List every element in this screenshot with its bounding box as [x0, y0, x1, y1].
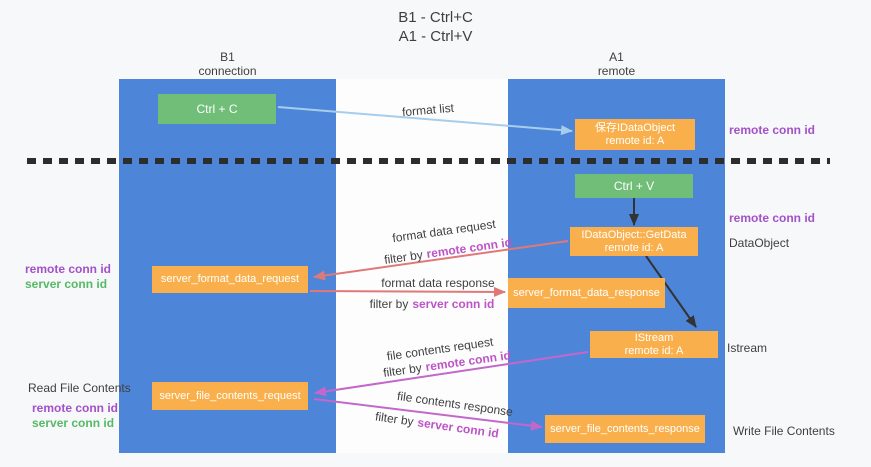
save-idataobject-line1: 保存IDataObject — [594, 121, 676, 134]
server-format-data-request-node: server_format_data_request — [152, 266, 308, 293]
idataobject-getdata-line1: IDataObject::GetData — [581, 228, 687, 241]
server-file-contents-response-node: server_file_contents_response — [545, 415, 705, 443]
left-remote-conn-id-top: remote conn id — [25, 262, 112, 276]
lane-header-b1: B1 connection — [119, 50, 336, 78]
idataobject-getdata-line2: remote id: A — [604, 241, 664, 254]
istream-node: IStream remote id: A — [590, 331, 718, 358]
dataobject-label: DataObject — [729, 236, 790, 250]
right-remote-conn-id-mid: remote conn id — [729, 211, 816, 225]
format-data-response-label: format data response — [381, 276, 495, 290]
istream-line1: IStream — [634, 331, 674, 344]
server-file-contents-request-node: server_file_contents_request — [152, 382, 308, 410]
istream-side-label: Istream — [727, 341, 768, 355]
save-idataobject-node: 保存IDataObject remote id: A — [575, 119, 695, 150]
diagram-title: B1 - Ctrl+C A1 - Ctrl+V — [0, 8, 871, 46]
lane-a1-name: A1 — [609, 50, 624, 64]
server-format-data-request-label: server_format_data_request — [160, 273, 300, 285]
server-file-contents-response-label: server_file_contents_response — [550, 422, 700, 435]
lane-b1-name: B1 — [220, 50, 235, 64]
ctrl-v-node: Ctrl + V — [575, 174, 693, 198]
title-line-2: A1 - Ctrl+V — [398, 28, 473, 45]
filter-by-text: filter by — [369, 297, 409, 311]
istream-line2: remote id: A — [624, 344, 684, 357]
write-file-contents-label: Write File Contents — [733, 424, 835, 438]
right-remote-conn-id-top: remote conn id — [729, 123, 816, 137]
server-format-data-response-label: server_format_data_response — [513, 286, 660, 299]
left-server-conn-id-top: server conn id — [25, 277, 108, 291]
left-server-conn-id-bottom: server conn id — [32, 416, 115, 430]
ctrl-c-node: Ctrl + C — [158, 94, 276, 124]
idataobject-getdata-node: IDataObject::GetData remote id: A — [570, 227, 698, 256]
title-line-1: B1 - Ctrl+C — [398, 9, 473, 26]
lane-b1-subtitle: connection — [198, 64, 257, 78]
ctrl-v-label: Ctrl + V — [613, 179, 655, 193]
server-format-data-response-node: server_format_data_response — [508, 278, 665, 308]
server-file-contents-request-label: server_file_contents_request — [159, 389, 301, 402]
server-conn-id-text: server conn id — [412, 297, 495, 311]
ctrl-c-label: Ctrl + C — [196, 102, 238, 116]
lane-header-a1: A1 remote — [508, 50, 725, 78]
save-idataobject-line2: remote id: A — [605, 134, 665, 147]
left-remote-conn-id-bottom: remote conn id — [32, 401, 119, 415]
lane-a1-subtitle: remote — [597, 64, 636, 78]
read-file-contents-label: Read File Contents — [28, 381, 131, 395]
